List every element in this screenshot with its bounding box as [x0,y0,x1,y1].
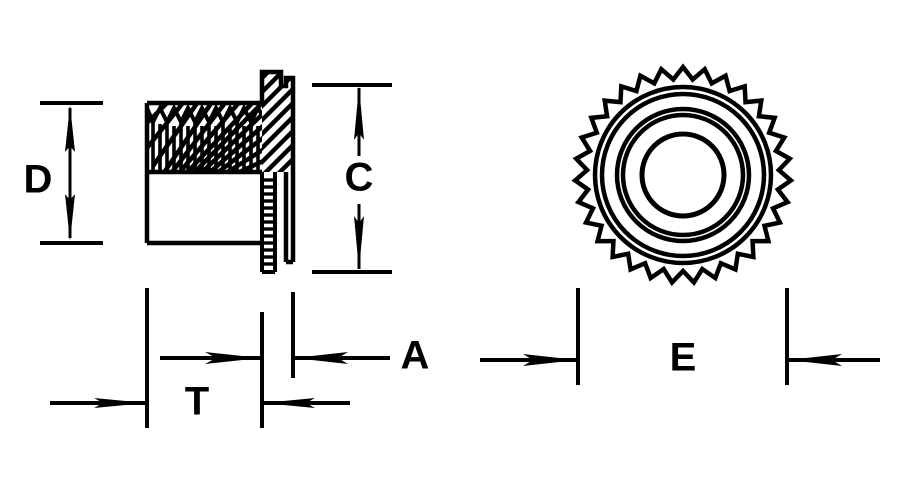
dimension-A-label: A [401,334,430,378]
dimension-E-extension-lines [576,288,789,385]
dimension-D-arrow-up [65,105,75,152]
dimension-T-arrow-right [263,398,315,408]
knurl-steps [262,178,275,266]
dimension-C-label: C [345,156,374,200]
body-outline [144,100,262,246]
dimension-D-arrow-down [65,194,75,241]
internal-thread-section [147,103,262,172]
flange-knurl-strip [260,172,296,274]
dimension-A-arrow-right [294,352,348,364]
dimension-E-label: E [670,336,697,380]
dimension-C-label-mask [339,156,379,204]
end-view-bore-circle [639,131,727,219]
end-view-circle-4 [620,112,746,238]
thread-crest-profile [147,103,262,127]
dimension-E-arrow-left [523,354,577,366]
end-view-circle-1 [592,84,774,266]
end-view-circle-2 [599,91,767,259]
flange-outer-edge [283,172,296,265]
dimension-T-extension-lines [145,288,264,428]
dimension-C: C [312,83,392,274]
dimension-T-label: T [185,380,209,424]
dimension-T-arrow-left [94,398,146,408]
flange-upper-outline [259,69,296,172]
dimension-C-arrow-up [354,86,364,140]
flange-head-section [259,69,296,172]
knurl-outer-profile [571,63,795,287]
thread-tooth-separators [151,118,260,172]
end-view-circle-3 [614,106,752,244]
dimension-C-arrow-down [354,216,364,270]
dimension-D-extension-lines [40,101,103,245]
dimension-E-arrow-right [788,354,842,366]
dimension-E: E [480,288,880,385]
dimension-D: D [24,101,103,245]
end-view [571,63,795,287]
dimension-C-extension-lines [312,83,392,274]
dimension-T: T [50,288,350,428]
dimension-A-arrow-left [205,352,261,364]
sectional-side-view [144,69,296,274]
dimension-A: A [160,292,429,378]
dimension-D-label: D [24,158,53,202]
